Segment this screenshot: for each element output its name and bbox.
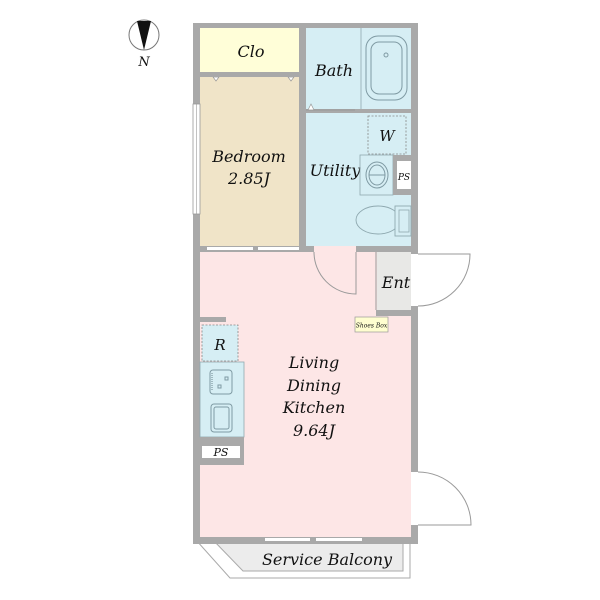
bedroom-size: 2.85J <box>227 169 272 188</box>
ldk-east-door-opening[interactable] <box>411 472 418 525</box>
bedroom-label: Bedroom <box>211 147 286 166</box>
ldk-label-kitchen: Kitchen <box>282 398 346 417</box>
kitchen-sink-icon <box>210 403 233 433</box>
ldk-label-living: Living <box>288 353 339 372</box>
bedroom-east-wall <box>299 23 306 252</box>
washbasin-icon <box>365 161 389 189</box>
balcony-sliding-window[interactable] <box>316 538 362 541</box>
washer-space <box>367 115 407 155</box>
ldk-east-door-swing <box>417 471 472 526</box>
ps-utility-label: PS <box>397 173 410 183</box>
service-balcony: Service Balcony <box>194 539 411 579</box>
shoes-box <box>354 316 389 333</box>
ps-kitchen-label: PS <box>213 446 229 459</box>
refrigerator-label: R <box>213 336 225 354</box>
toilet-icon <box>355 205 412 237</box>
refrigerator-space <box>201 324 239 362</box>
ldk-label-dining: Dining <box>286 376 341 395</box>
ldk-size: 9.64J <box>293 421 337 440</box>
entrance-area <box>377 252 411 310</box>
balcony-sliding-window[interactable] <box>265 538 310 541</box>
utility-label: Utility <box>310 161 362 180</box>
stove-icon <box>209 369 233 395</box>
kitchen-counter <box>199 361 245 438</box>
utility-door-swing <box>313 251 357 295</box>
bedroom-room <box>200 77 299 246</box>
entrance-door-opening[interactable] <box>411 254 418 306</box>
washer-label: W <box>379 127 396 145</box>
entrance-label: Ent <box>381 273 411 292</box>
bedroom-sliding-door <box>258 247 302 250</box>
north-arrow-icon <box>137 21 151 50</box>
closet-room <box>200 28 299 72</box>
bath-door-marker-icon <box>307 103 315 111</box>
entrance-wall <box>376 310 418 316</box>
bedroom-sliding-door <box>207 247 253 250</box>
compass: N <box>128 19 160 70</box>
compass-label: N <box>137 55 150 70</box>
closet-label: Clo <box>238 42 265 61</box>
entrance-door-swing <box>417 253 471 307</box>
closet-divider-wall <box>200 72 299 77</box>
bath-utility-wall <box>355 109 411 113</box>
kitchen-wall-stub <box>200 317 226 322</box>
bathtub-icon <box>365 35 408 101</box>
ps-utility-box <box>397 161 411 189</box>
bath-label: Bath <box>314 61 353 80</box>
ps-kitchen-box <box>202 446 240 458</box>
balcony-label: Service Balcony <box>262 550 393 569</box>
shoes-box-label: Shoes Box <box>356 323 388 330</box>
